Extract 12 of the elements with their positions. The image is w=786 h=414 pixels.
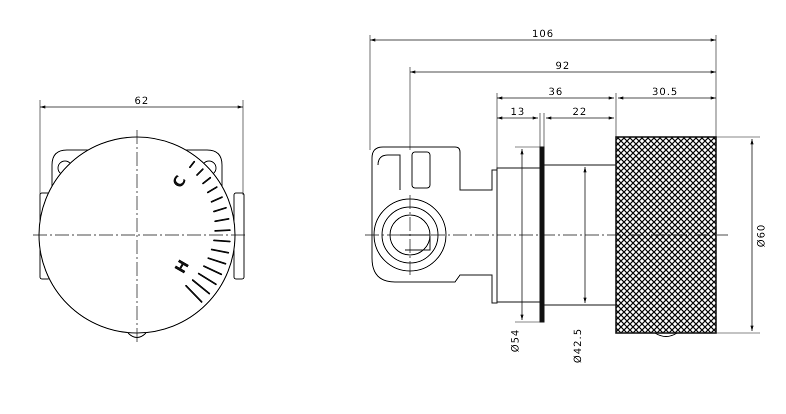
dimension-label: 62 — [134, 96, 150, 106]
dimension-label: 106 — [532, 28, 554, 40]
dimension-label: Ø60 — [756, 223, 768, 247]
dimension-label: 22 — [572, 106, 588, 118]
dimension-label: 30.5 — [652, 86, 678, 98]
dimension-label: 92 — [556, 60, 570, 72]
dial-marking: C — [170, 172, 190, 190]
dimension-label: 36 — [548, 86, 564, 98]
dimension-label: Ø54 — [510, 328, 522, 352]
dimension-label: Ø42.5 — [572, 327, 584, 363]
dial-marking: H — [172, 256, 193, 276]
dimension-label: 13 — [510, 106, 526, 118]
